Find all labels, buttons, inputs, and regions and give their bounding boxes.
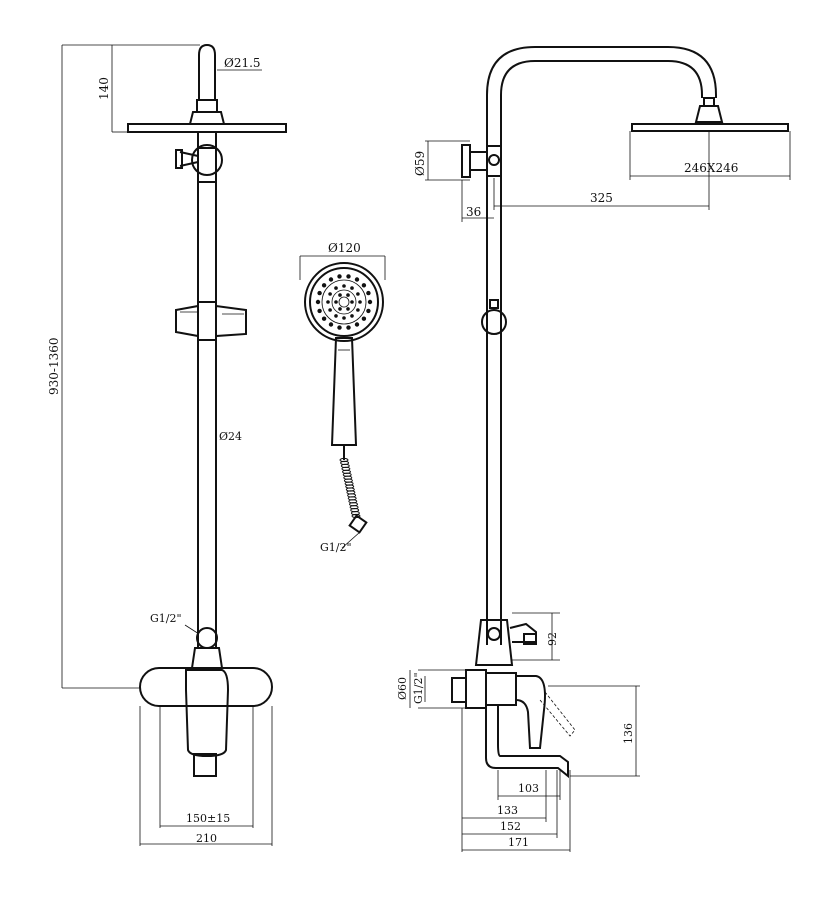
- nozzle-dot: [350, 286, 354, 290]
- nozzle-dot: [328, 322, 334, 327]
- hand-shower: Ø120 G1/2": [299, 241, 386, 554]
- nozzle-dot: [337, 325, 342, 330]
- hose-thread-label: G1/2": [320, 541, 352, 554]
- total-height-label: 930-1360: [47, 338, 61, 396]
- nozzle-dot: [328, 308, 332, 312]
- spout-drop-label: 136: [622, 723, 635, 744]
- side-inlet-thread-label: G1/2": [412, 672, 425, 704]
- nozzle-dot: [328, 277, 334, 282]
- nozzle-dot: [354, 322, 360, 327]
- spout-133-label: 133: [497, 804, 518, 817]
- nozzle-dot: [346, 274, 351, 279]
- nozzle-dot: [321, 283, 327, 288]
- spout-103-label: 103: [518, 782, 539, 795]
- head-size-label: 246X246: [684, 161, 738, 175]
- nozzle-dot: [346, 325, 351, 330]
- nozzle-dot: [346, 293, 350, 297]
- nozzle-dot: [361, 283, 367, 288]
- spout-171-label: 171: [508, 836, 529, 849]
- nozzle-dot: [356, 292, 360, 296]
- nozzle-dot: [337, 274, 342, 279]
- nozzle-dot: [338, 307, 342, 311]
- hose-coils: [339, 457, 361, 519]
- arm-reach-label: 325: [590, 191, 613, 205]
- nozzle-dot: [350, 314, 354, 318]
- nozzle-dot: [317, 290, 322, 296]
- nozzle-dot: [350, 300, 354, 304]
- nozzle-dot: [367, 299, 373, 305]
- rail-diameter-label: Ø24: [219, 430, 242, 443]
- wall-offset-label: 36: [466, 205, 481, 219]
- nozzle-dot: [361, 316, 367, 321]
- nozzle-dot: [328, 292, 332, 296]
- nozzle-dot: [315, 299, 321, 305]
- nozzle-dot: [326, 300, 330, 304]
- nozzle-dot: [334, 314, 338, 318]
- nozzle-dot: [356, 308, 360, 312]
- nozzle-dot: [346, 307, 350, 311]
- nozzle-dot: [317, 308, 322, 314]
- mixer-width-label: 210: [196, 832, 217, 845]
- nozzle-dot: [321, 316, 327, 321]
- centers-label: 150±15: [186, 812, 230, 825]
- nozzle-dot: [354, 277, 360, 282]
- nozzle-dot: [334, 300, 338, 304]
- nozzle-dot: [342, 316, 346, 320]
- front-view: Ø24 G1/2" Ø21.5 140 930-1360 150±15 210: [47, 43, 287, 846]
- nozzle-dot: [366, 308, 371, 314]
- escutcheon-diameter-label: Ø59: [413, 151, 427, 176]
- side-inlet-diameter-label: Ø60: [396, 677, 409, 700]
- nozzle-dot: [338, 293, 342, 297]
- inlet-diameter-label: Ø21.5: [224, 56, 261, 70]
- nozzle-pattern: [315, 274, 373, 330]
- nozzle-dot: [358, 300, 362, 304]
- nozzle-dot: [334, 286, 338, 290]
- spout-152-label: 152: [500, 820, 521, 833]
- side-view: Ø59 246X246 325 36 92 Ø60 G1/2" 136 103 …: [396, 46, 791, 852]
- diverter-height-label: 92: [546, 632, 559, 646]
- front-inlet-thread-label: G1/2": [150, 612, 182, 625]
- hand-head-diameter-label: Ø120: [328, 241, 361, 255]
- nozzle-dot: [342, 284, 346, 288]
- arm-height-label: 140: [97, 77, 111, 100]
- nozzle-dot: [366, 290, 371, 296]
